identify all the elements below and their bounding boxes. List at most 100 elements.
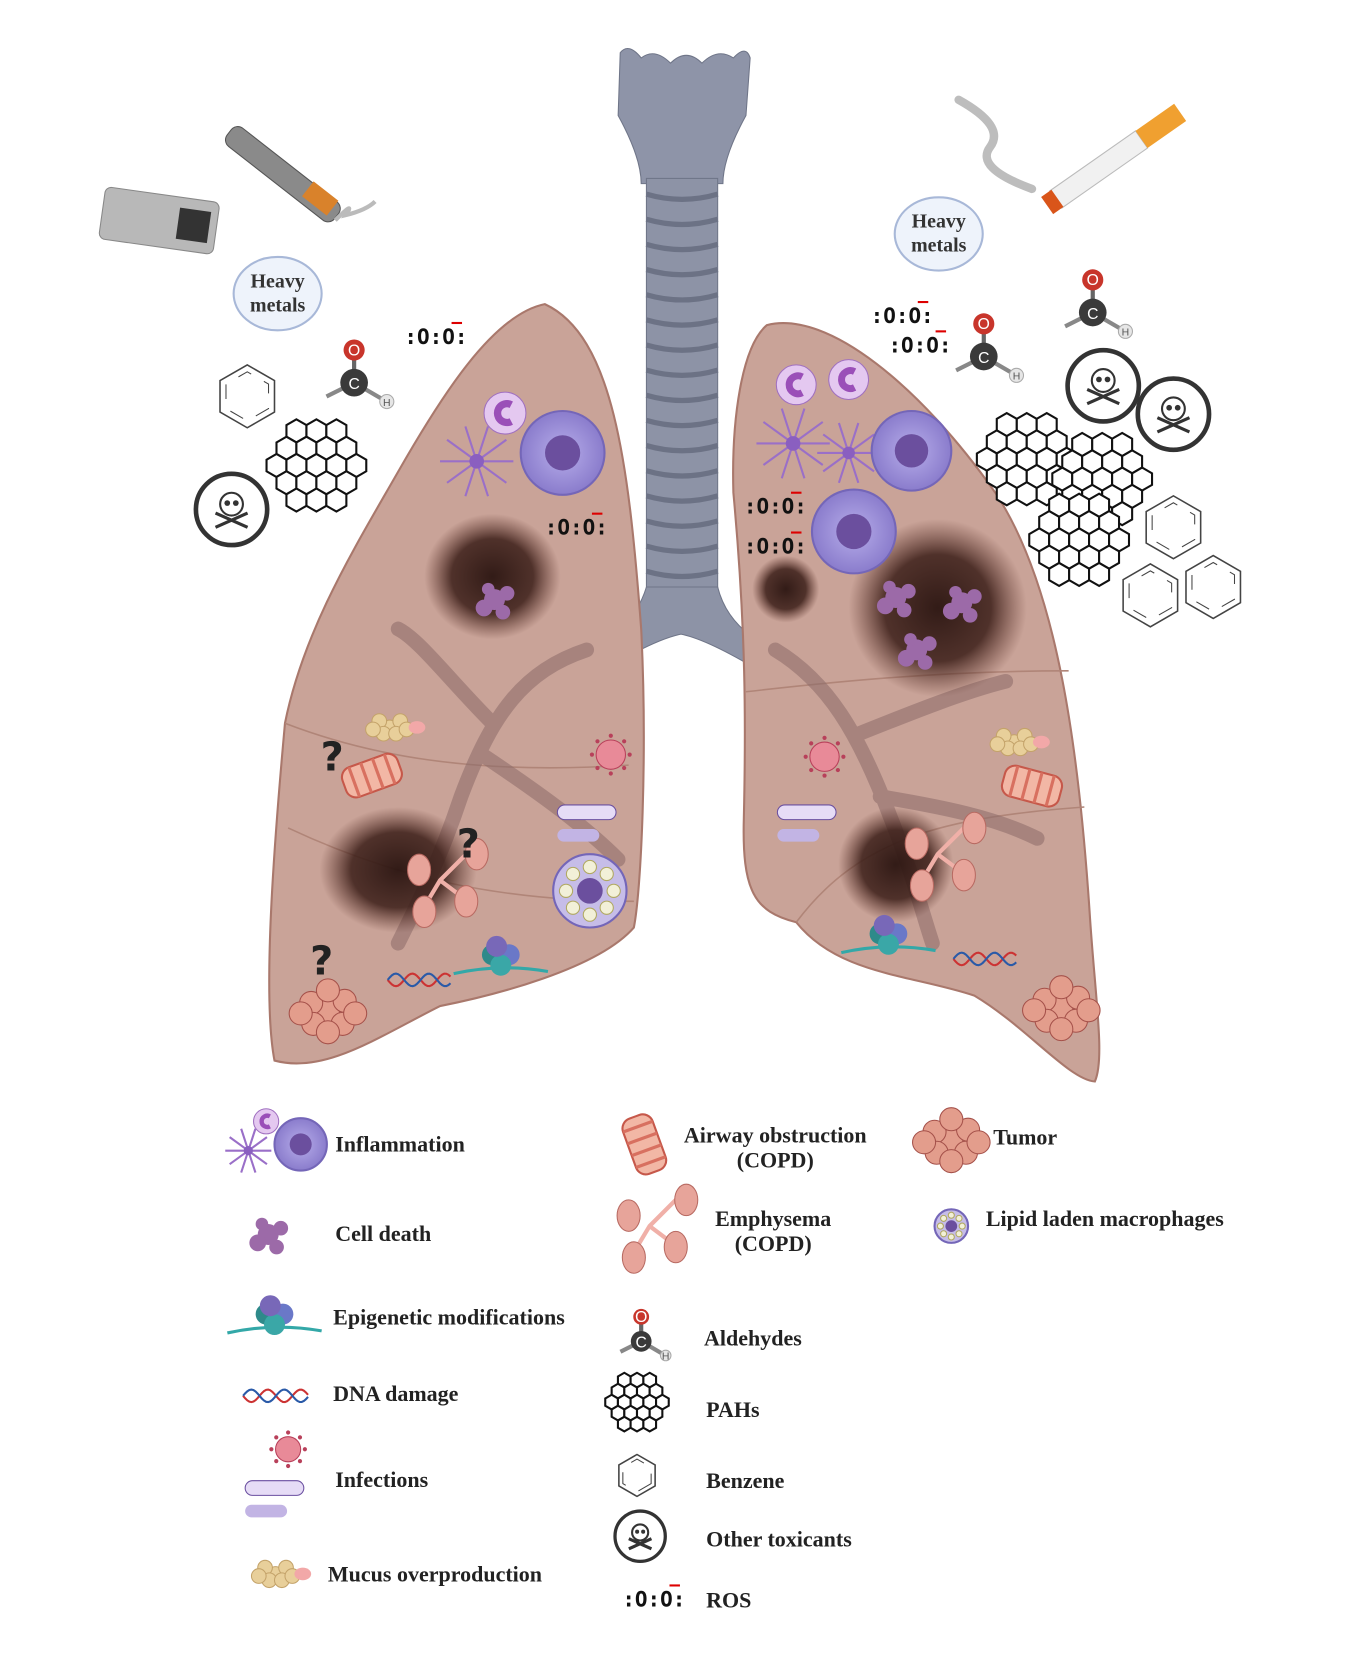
legend-label-aldehydes: Aldehydes <box>704 1326 802 1351</box>
lipid-laden-macrophage-icon <box>552 853 628 929</box>
dendritic-cell-icon <box>756 408 830 479</box>
carbon-atom-label: C <box>348 376 359 393</box>
legend-sublabel-copd: (COPD) <box>735 1231 812 1256</box>
cartilage-ring <box>645 191 719 202</box>
mucus-icon <box>250 1559 312 1589</box>
question-mark: ? <box>310 939 333 985</box>
nucleosome-icon <box>840 914 936 955</box>
ros-icon: :O:O: <box>545 516 608 540</box>
carbon-atom-label: C <box>1087 306 1098 323</box>
cartilage-ring <box>645 267 719 278</box>
cartilage-ring <box>645 493 719 504</box>
legend-label-infections: Infections <box>335 1467 428 1492</box>
mucus-icon <box>365 713 426 742</box>
ros-icon: :O:O: <box>871 304 934 328</box>
macrophage-icon <box>519 409 606 496</box>
cartilage-ring <box>645 543 719 554</box>
dendritic-cell-icon <box>817 422 881 484</box>
legend-label-mucus: Mucus overproduction <box>328 1561 542 1586</box>
nucleosome-icon <box>227 1295 322 1336</box>
benzene-icon <box>1122 563 1179 628</box>
carbon-atom-label: C <box>978 350 989 367</box>
hydrogen-atom-label: H <box>1013 372 1021 383</box>
bacterium-icon <box>776 804 837 842</box>
benzene-icon <box>219 363 276 429</box>
cartilage-ring <box>645 367 719 378</box>
legend-label-benzene: Benzene <box>706 1468 784 1493</box>
question-mark: ? <box>457 821 480 867</box>
legend-label-lipid-laden-macrophages: Lipid laden macrophages <box>986 1206 1224 1231</box>
carbon-atom-label: C <box>636 1335 647 1352</box>
legend-label-inflammation: Inflammation <box>335 1132 465 1157</box>
aldehyde-icon: OCH <box>619 1308 672 1363</box>
legend-label-ros: ROS <box>706 1587 751 1612</box>
cartilage-ring <box>645 216 719 228</box>
skull-icon <box>193 471 270 548</box>
lesion <box>848 518 1027 698</box>
pah-icon <box>975 411 1078 507</box>
tumor-icon <box>1022 975 1101 1042</box>
cartilage-ring <box>645 317 719 328</box>
legend: Inflammation Cell death Epigenetic modif… <box>328 1122 1224 1612</box>
dna-icon <box>386 972 452 988</box>
legend-label-pahs: PAHs <box>706 1397 760 1422</box>
legend-label-emphysema: Emphysema <box>715 1206 831 1231</box>
neutrophil-icon <box>253 1108 280 1135</box>
vape-device-icon <box>98 126 377 255</box>
benzene-icon <box>618 1453 656 1498</box>
hydrogen-atom-label: H <box>1122 328 1130 339</box>
lipid-laden-macrophage-icon <box>933 1208 970 1244</box>
nucleosome-icon <box>453 935 549 976</box>
cartilage-ring <box>645 568 719 580</box>
virus-icon <box>803 735 846 778</box>
ros-icon: :O:O: <box>744 534 807 558</box>
lesion <box>752 555 820 623</box>
ros-icon: :O:O: <box>622 1587 685 1611</box>
oxygen-atom-label: O <box>348 342 360 359</box>
legend-label-dna-damage: DNA damage <box>333 1381 459 1406</box>
pah-icon <box>1028 492 1131 588</box>
cell-death-icon <box>876 580 916 618</box>
aldehyde-icon: OC H <box>955 313 1025 383</box>
tumor-icon <box>912 1107 991 1174</box>
pah-icon <box>604 1371 670 1433</box>
mucus-icon <box>989 727 1050 757</box>
skull-icon <box>1065 347 1142 424</box>
aldehyde-icon: OC H <box>325 339 395 410</box>
legend-label-cell-death: Cell death <box>335 1221 431 1246</box>
heavy-metals-label: Heavy metals <box>911 210 967 257</box>
hydrogen-atom-label: H <box>383 398 391 409</box>
heavy-metals-badge-right: Heavy metals <box>893 196 984 272</box>
cell-death-icon <box>942 585 982 623</box>
heavy-metals-badge-left: Heavy metals <box>232 255 323 332</box>
ros-icon: :O:O: <box>404 325 467 349</box>
oxygen-atom-label: O <box>635 1309 647 1326</box>
dna-icon <box>242 1388 309 1404</box>
alveoli-icon <box>904 811 987 902</box>
dendritic-cell-icon <box>440 426 514 497</box>
cigarette-icon <box>954 95 1187 215</box>
lesion <box>838 807 954 923</box>
skull-icon <box>1135 376 1212 453</box>
oxygen-atom-label: O <box>978 316 990 333</box>
cartilage-ring <box>645 518 719 529</box>
aldehyde-icon: OC H <box>1064 269 1133 339</box>
lesion <box>319 807 477 933</box>
heavy-metals-label: Heavy metals <box>249 270 306 317</box>
alveoli-icon <box>616 1183 699 1274</box>
neutrophil-icon <box>483 391 527 435</box>
dendritic-cell-icon <box>225 1128 272 1173</box>
virus-icon <box>269 1430 307 1469</box>
ros-icon: :O:O: <box>888 333 951 357</box>
question-mark: ? <box>321 734 344 780</box>
legend-label-airway-obstruction: Airway obstruction <box>684 1122 867 1147</box>
oxygen-atom-label: O <box>1087 272 1099 289</box>
alveoli-icon <box>407 837 489 929</box>
legend-label-tumor: Tumor <box>993 1124 1057 1149</box>
virus-icon <box>589 733 632 776</box>
cartilage-ring <box>645 241 719 253</box>
macrophage-icon <box>870 409 953 492</box>
airway-icon <box>1000 764 1064 808</box>
dna-icon <box>952 951 1017 967</box>
